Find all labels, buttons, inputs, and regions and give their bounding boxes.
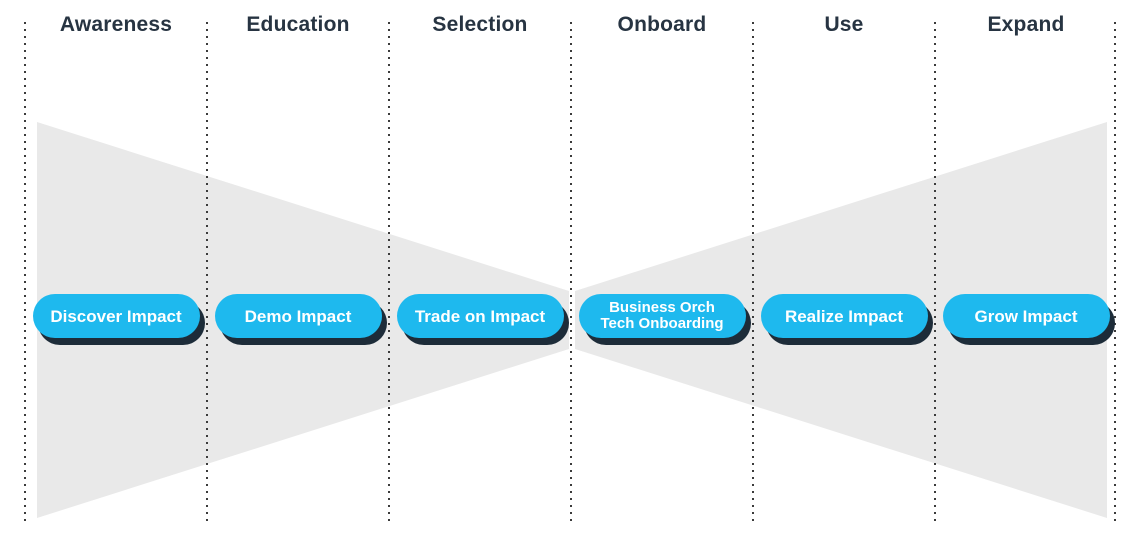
stage-divider-7 xyxy=(1114,22,1116,524)
stage-label-expand: Expand xyxy=(987,13,1065,36)
pill-label-line2: Tech Onboarding xyxy=(600,315,724,332)
stage-divider-4 xyxy=(570,22,572,524)
stage-label-education: Education xyxy=(246,13,350,36)
stage-label-onboard: Onboard xyxy=(617,13,707,36)
stage-label-row: Awareness Education Selection Onboard Us… xyxy=(25,13,1117,37)
stage-label-use: Use xyxy=(824,13,864,36)
pill-demo-impact: Demo Impact xyxy=(214,294,382,338)
pill-label-line1: Business Orch xyxy=(609,299,715,316)
stage-divider-1 xyxy=(24,22,26,524)
stage-label-awareness: Awareness xyxy=(59,13,173,36)
pill-label: Grow Impact xyxy=(974,306,1078,326)
pill-label: Realize Impact xyxy=(784,306,904,326)
stage-divider-2 xyxy=(206,22,208,524)
pill-discover-impact: Discover Impact xyxy=(32,294,200,338)
stage-divider-3 xyxy=(388,22,390,524)
stage-label-selection: Selection xyxy=(432,13,528,36)
pill-realize-impact: Realize Impact xyxy=(760,294,928,338)
pill-business-orch-tech-onboarding: Business Orch Tech Onboarding xyxy=(578,294,746,338)
stage-divider-5 xyxy=(752,22,754,524)
pill-grow-impact: Grow Impact xyxy=(942,294,1110,338)
pill-row: Discover Impact Demo Impact Trade on Imp… xyxy=(25,294,1117,338)
stage-divider-6 xyxy=(934,22,936,524)
pill-label: Discover Impact xyxy=(50,306,182,326)
pill-label: Demo Impact xyxy=(244,306,352,326)
pill-label: Trade on Impact xyxy=(414,306,546,326)
pill-trade-on-impact: Trade on Impact xyxy=(396,294,564,338)
